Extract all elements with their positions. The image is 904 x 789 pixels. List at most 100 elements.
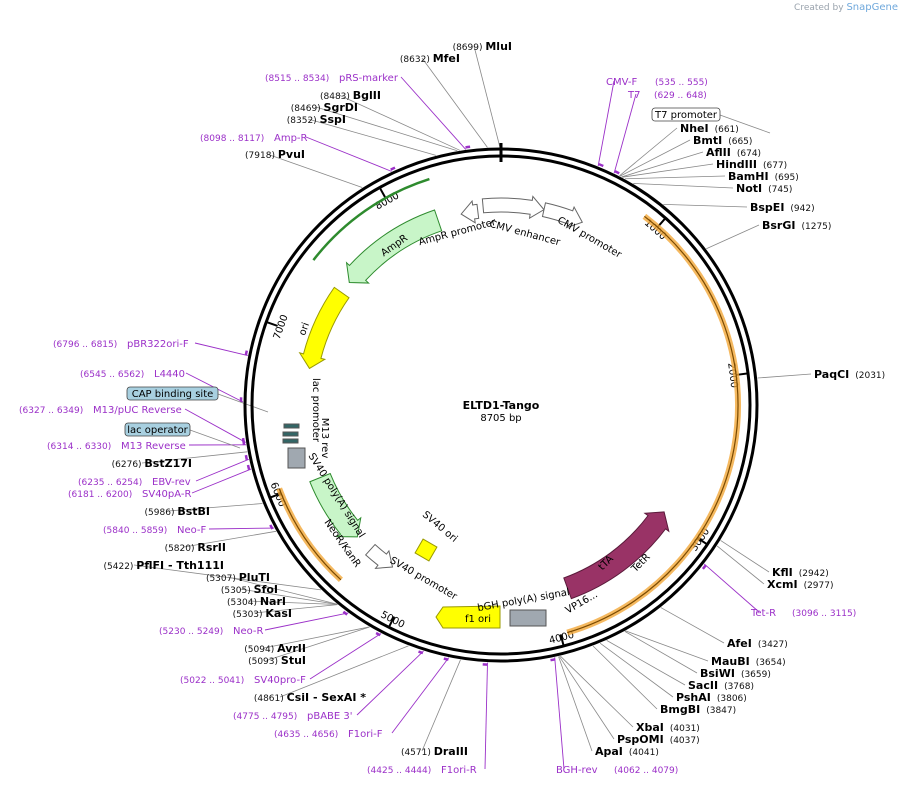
primer-name: L4440 bbox=[154, 369, 185, 380]
restriction-site: BspEI(942) bbox=[750, 201, 815, 214]
site-name: KflI bbox=[772, 566, 793, 579]
boxed-feature-label: lac operator bbox=[127, 425, 188, 436]
site-name: PspOMI bbox=[617, 733, 664, 746]
site-name: SspI bbox=[320, 113, 346, 126]
site-position: (2977) bbox=[804, 581, 834, 591]
restriction-site: BmgBI(3847) bbox=[660, 703, 736, 716]
site-leader bbox=[473, 45, 501, 148]
restriction-site: (4571) DraIII bbox=[401, 745, 468, 758]
site-name: BmgBI bbox=[660, 703, 700, 716]
primer-mark bbox=[244, 350, 249, 356]
primer-position: (6545 .. 6562) bbox=[80, 370, 144, 380]
restriction-site: (5303) KasI bbox=[233, 607, 292, 620]
restriction-site: XbaI(4031) bbox=[636, 721, 700, 734]
site-position: (8483) bbox=[320, 92, 353, 102]
site-leader bbox=[421, 659, 461, 752]
site-name: PflFI - Tth111I bbox=[136, 559, 224, 572]
restriction-site: (5093) StuI bbox=[248, 654, 306, 667]
site-leader bbox=[253, 604, 338, 614]
primer-mark bbox=[242, 440, 246, 446]
site-name: NheI bbox=[680, 122, 709, 135]
primer-name: F1ori-R bbox=[441, 765, 477, 776]
site-position: (4037) bbox=[670, 736, 700, 746]
credit-prefix: Created by bbox=[794, 3, 844, 13]
feature-arrows bbox=[276, 177, 742, 636]
site-leader bbox=[266, 153, 363, 188]
site-leader bbox=[227, 576, 338, 605]
boxed-leader bbox=[719, 114, 771, 134]
restriction-site: ApaI(4041) bbox=[595, 745, 659, 758]
tick-mark bbox=[378, 187, 387, 199]
primer-position: (535 .. 555) bbox=[655, 78, 708, 88]
primer-name: pBR322ori-F bbox=[127, 339, 189, 350]
feature-label-cmv-promoter: CMV promoter bbox=[555, 215, 624, 261]
primer-mark bbox=[701, 564, 707, 570]
boxed-feature-tag bbox=[651, 107, 721, 122]
primer-name: pBABE 3' bbox=[307, 711, 353, 722]
orf-tta-line bbox=[567, 215, 739, 634]
site-leader bbox=[133, 564, 322, 591]
site-name: KasI bbox=[265, 607, 292, 620]
tick-mark bbox=[387, 616, 396, 628]
primer-name: T7 bbox=[627, 90, 640, 101]
restriction-site: (5094) AvrII bbox=[244, 642, 306, 655]
site-leader bbox=[660, 607, 725, 644]
cmv-promoter-arrow bbox=[541, 202, 584, 229]
primer-name: M13/pUC Reverse bbox=[93, 405, 182, 416]
ampr-arrow bbox=[345, 209, 443, 284]
plasmid-length: 8705 bp bbox=[480, 413, 521, 424]
primer-mark bbox=[390, 166, 396, 171]
restriction-site: BmtI(665) bbox=[693, 134, 752, 147]
restriction-site: (7918) PvuI bbox=[245, 148, 305, 161]
site-name: XbaI bbox=[636, 721, 664, 734]
site-leader bbox=[263, 626, 370, 649]
site-position: (7918) bbox=[245, 151, 278, 161]
site-name: CsiI - SexAI * bbox=[287, 691, 367, 704]
primer-leader bbox=[309, 633, 382, 680]
site-name: MauBI bbox=[711, 655, 750, 668]
boxed-feature-tag bbox=[124, 422, 191, 437]
restriction-site: (5304) NarI bbox=[227, 595, 286, 608]
primer-position: (6181 .. 6200) bbox=[68, 490, 132, 500]
primer-position: (5230 .. 5249) bbox=[159, 627, 223, 637]
restriction-site: (8483) BglII bbox=[320, 89, 381, 102]
primer-name: F1ori-F bbox=[348, 729, 383, 740]
site-leader bbox=[606, 640, 686, 686]
primer-leader bbox=[194, 342, 248, 356]
site-leader bbox=[183, 530, 277, 548]
site-name: XcmI bbox=[767, 578, 798, 591]
primer-leader bbox=[305, 136, 392, 172]
primer-mark bbox=[418, 650, 424, 655]
site-position: (3659) bbox=[741, 670, 771, 680]
site-position: (5093) bbox=[248, 657, 281, 667]
site-position: (2942) bbox=[799, 569, 829, 579]
site-leader bbox=[621, 151, 704, 178]
tetr-arrow bbox=[563, 511, 670, 600]
primer-mark bbox=[614, 170, 620, 175]
site-position: (5304) bbox=[227, 598, 260, 608]
primer-leader bbox=[400, 76, 467, 150]
site-name: BsrGI bbox=[762, 219, 795, 232]
restriction-site: MauBI(3654) bbox=[711, 655, 786, 668]
primer-name: Amp-R bbox=[274, 133, 308, 144]
site-position: (665) bbox=[728, 137, 752, 147]
primer-name: Tet-R bbox=[750, 608, 776, 619]
site-position: (5094) bbox=[244, 645, 277, 655]
site-name: NarI bbox=[260, 595, 286, 608]
restriction-site: (8352) SspI bbox=[287, 113, 346, 126]
primer-leader bbox=[391, 657, 450, 734]
primer-name: CMV-F bbox=[606, 77, 637, 88]
primer-position: (6327 .. 6349) bbox=[19, 406, 83, 416]
site-position: (5820) bbox=[165, 544, 198, 554]
site-leader bbox=[560, 655, 634, 728]
restriction-site: BsiWI(3659) bbox=[700, 667, 771, 680]
primer-position: (8098 .. 8117) bbox=[200, 134, 264, 144]
orf-ampr-line bbox=[312, 177, 430, 261]
site-position: (3427) bbox=[758, 640, 788, 650]
restriction-site: (5820) RsrII bbox=[165, 541, 226, 554]
site-name: ApaI bbox=[595, 745, 623, 758]
snapgene-brand: SnapGene bbox=[846, 2, 898, 13]
primer-mark bbox=[465, 145, 471, 149]
site-leader bbox=[619, 139, 691, 177]
